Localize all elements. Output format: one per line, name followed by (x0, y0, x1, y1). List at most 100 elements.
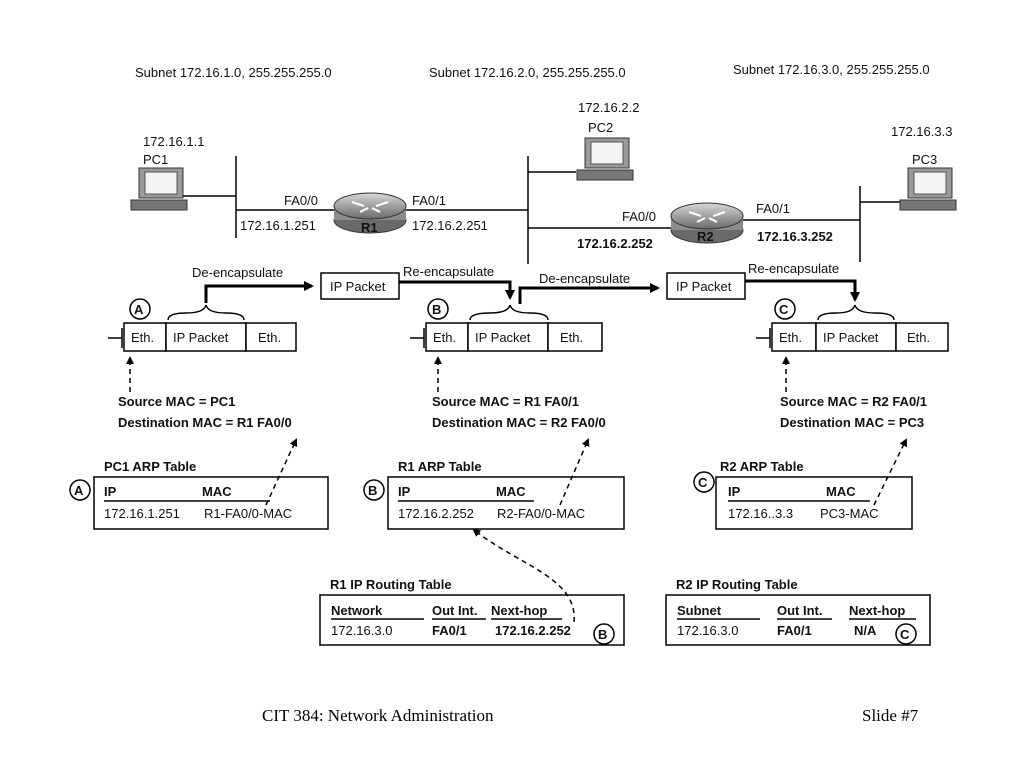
deencap-label-2: De-encapsulate (539, 271, 630, 286)
eth-trailer-c (895, 322, 949, 352)
ip-packet-label-2: IP Packet (676, 279, 732, 294)
r1-arp-ip: 172.16.2.252 (398, 506, 474, 521)
pc2-computer-icon (576, 137, 634, 181)
r2-arp-ip: 172.16..3.3 (728, 506, 793, 521)
r1-fa00-ip: 172.16.1.251 (240, 218, 316, 233)
pc1-arp-table: PC1 ARP Table IP MAC 172.16.1.251 R1-FA0… (69, 438, 329, 530)
r1-arp-title: R1 ARP Table (398, 459, 482, 474)
r1-rt-col-outint: Out Int. (432, 603, 478, 618)
eth-header-a-label: Eth. (131, 330, 154, 345)
eth-trailer-a (245, 322, 297, 352)
frame-a-source: Source MAC = PC1 (118, 394, 235, 409)
frame-c-destination: Destination MAC = PC3 (780, 415, 924, 430)
reencap-label-2: Re-encapsulate (748, 261, 839, 276)
eth-trailer-b-label: Eth. (560, 330, 583, 345)
r2-routing-table: R2 IP Routing Table Subnet Out Int. Next… (665, 577, 931, 646)
r1-fa01-label: FA0/1 (412, 193, 446, 208)
course-title: CIT 384: Network Administration (262, 706, 494, 725)
ip-packet-a (165, 322, 247, 352)
pc3-name: PC3 (912, 152, 937, 167)
r2-fa01-label: FA0/1 (756, 201, 790, 216)
r1-arp-dashed-arrow (559, 438, 590, 506)
r1-arp-box (387, 476, 625, 530)
r2-arp-col-mac: MAC (826, 484, 856, 499)
r2-rt-col-nexthop: Next-hop (849, 603, 905, 618)
r2-arp-mac: PC3-MAC (820, 506, 879, 521)
subnet-label-1: Subnet 172.16.1.0, 255.255.255.0 (135, 65, 332, 80)
ip-packet-box-1 (320, 272, 400, 300)
r2-arp-col-ip: IP (728, 484, 741, 499)
r1-rt-col-network: Network (331, 603, 383, 618)
r1-arp-col-ip: IP (398, 484, 411, 499)
eth-trailer-c-label: Eth. (907, 330, 930, 345)
pc1-arp-marker: A (74, 483, 84, 498)
eth-trailer-a-label: Eth. (258, 330, 281, 345)
brace-c (817, 304, 895, 321)
eth-header-b (425, 322, 469, 352)
r1-arp-col-mac: MAC (496, 484, 526, 499)
subnet-label-2: Subnet 172.16.2.0, 255.255.255.0 (429, 65, 626, 80)
pc1-arp-box (93, 476, 329, 530)
r1-rt-nexthop: 172.16.2.252 (495, 623, 571, 638)
reencap-arrow-1 (399, 280, 515, 300)
ip-packet-a-label: IP Packet (173, 330, 229, 345)
r2-fa00-ip: 172.16.2.252 (577, 236, 653, 251)
r1-fa01-ip: 172.16.2.251 (412, 218, 488, 233)
frame-a-destination: Destination MAC = R1 FA0/0 (118, 415, 292, 430)
r1-arp-marker: B (368, 483, 377, 498)
r1-rt-col-nexthop: Next-hop (491, 603, 547, 618)
r2-rt-col-subnet: Subnet (677, 603, 722, 618)
r1-rt-box (319, 594, 625, 646)
r2-arp-marker: C (698, 475, 708, 490)
marker-b-circle (427, 298, 449, 320)
marker-c-circle (774, 298, 796, 320)
reencap-arrow-2 (745, 279, 860, 302)
pc1-computer-icon (130, 167, 188, 211)
pc3-ip: 172.16.3.3 (891, 124, 952, 139)
frame-b-source: Source MAC = R1 FA0/1 (432, 394, 579, 409)
r2-rt-subnet: 172.16.3.0 (677, 623, 738, 638)
r1-rt-title: R1 IP Routing Table (330, 577, 452, 592)
r1-rt-network: 172.16.3.0 (331, 623, 392, 638)
r1-rt-outint: FA0/1 (432, 623, 467, 638)
r1-arp-table: R1 ARP Table IP MAC 172.16.2.252 R2-FA0/… (363, 438, 625, 530)
ip-packet-c-label: IP Packet (823, 330, 879, 345)
pc1-ip: 172.16.1.1 (143, 134, 204, 149)
frame-b: B Eth. IP Packet Eth. Source MAC = R1 FA… (410, 298, 606, 430)
pc1-arp-col-ip: IP (104, 484, 117, 499)
ip-packet-b-label: IP Packet (475, 330, 531, 345)
deencap-label-1: De-encapsulate (192, 265, 283, 280)
r2-fa01-ip: 172.16.3.252 (757, 229, 833, 244)
pc2-name: PC2 (588, 120, 613, 135)
subnet-label-3: Subnet 172.16.3.0, 255.255.255.0 (733, 62, 930, 77)
r1-name: R1 (361, 220, 378, 235)
reencap-label-1: Re-encapsulate (403, 264, 494, 279)
r2-rt-box (665, 594, 931, 646)
marker-c-label: C (779, 302, 789, 317)
eth-trailer-b (547, 322, 603, 352)
r1-arp-mac: R2-FA0/0-MAC (497, 506, 585, 521)
r1-routing-table: R1 IP Routing Table Network Out Int. Nex… (319, 528, 625, 646)
pc3-computer-icon (899, 167, 957, 211)
frame-a: A Eth. IP Packet Eth. Source MAC = PC1 D… (108, 298, 297, 430)
pc1-arp-title: PC1 ARP Table (104, 459, 196, 474)
ip-packet-box-2 (666, 272, 746, 300)
ip-packet-label-1: IP Packet (330, 279, 386, 294)
r2-arp-box (715, 476, 913, 530)
r2-rt-nexthop: N/A (854, 623, 877, 638)
pc1-arp-dashed-arrow (265, 438, 298, 506)
marker-b-label: B (432, 302, 441, 317)
r2-arp-title: R2 ARP Table (720, 459, 804, 474)
brace-b (469, 304, 549, 321)
r1-arp-marker-circle (363, 479, 385, 501)
r2-rt-marker-circle (895, 623, 917, 645)
r2-arp-table: R2 ARP Table IP MAC 172.16..3.3 PC3-MAC … (693, 438, 913, 530)
marker-a-label: A (134, 302, 144, 317)
r2-rt-col-outint: Out Int. (777, 603, 823, 618)
eth-header-c-label: Eth. (779, 330, 802, 345)
r2-name: R2 (697, 229, 714, 244)
eth-header-b-label: Eth. (433, 330, 456, 345)
slide-number: Slide #7 (862, 706, 919, 725)
